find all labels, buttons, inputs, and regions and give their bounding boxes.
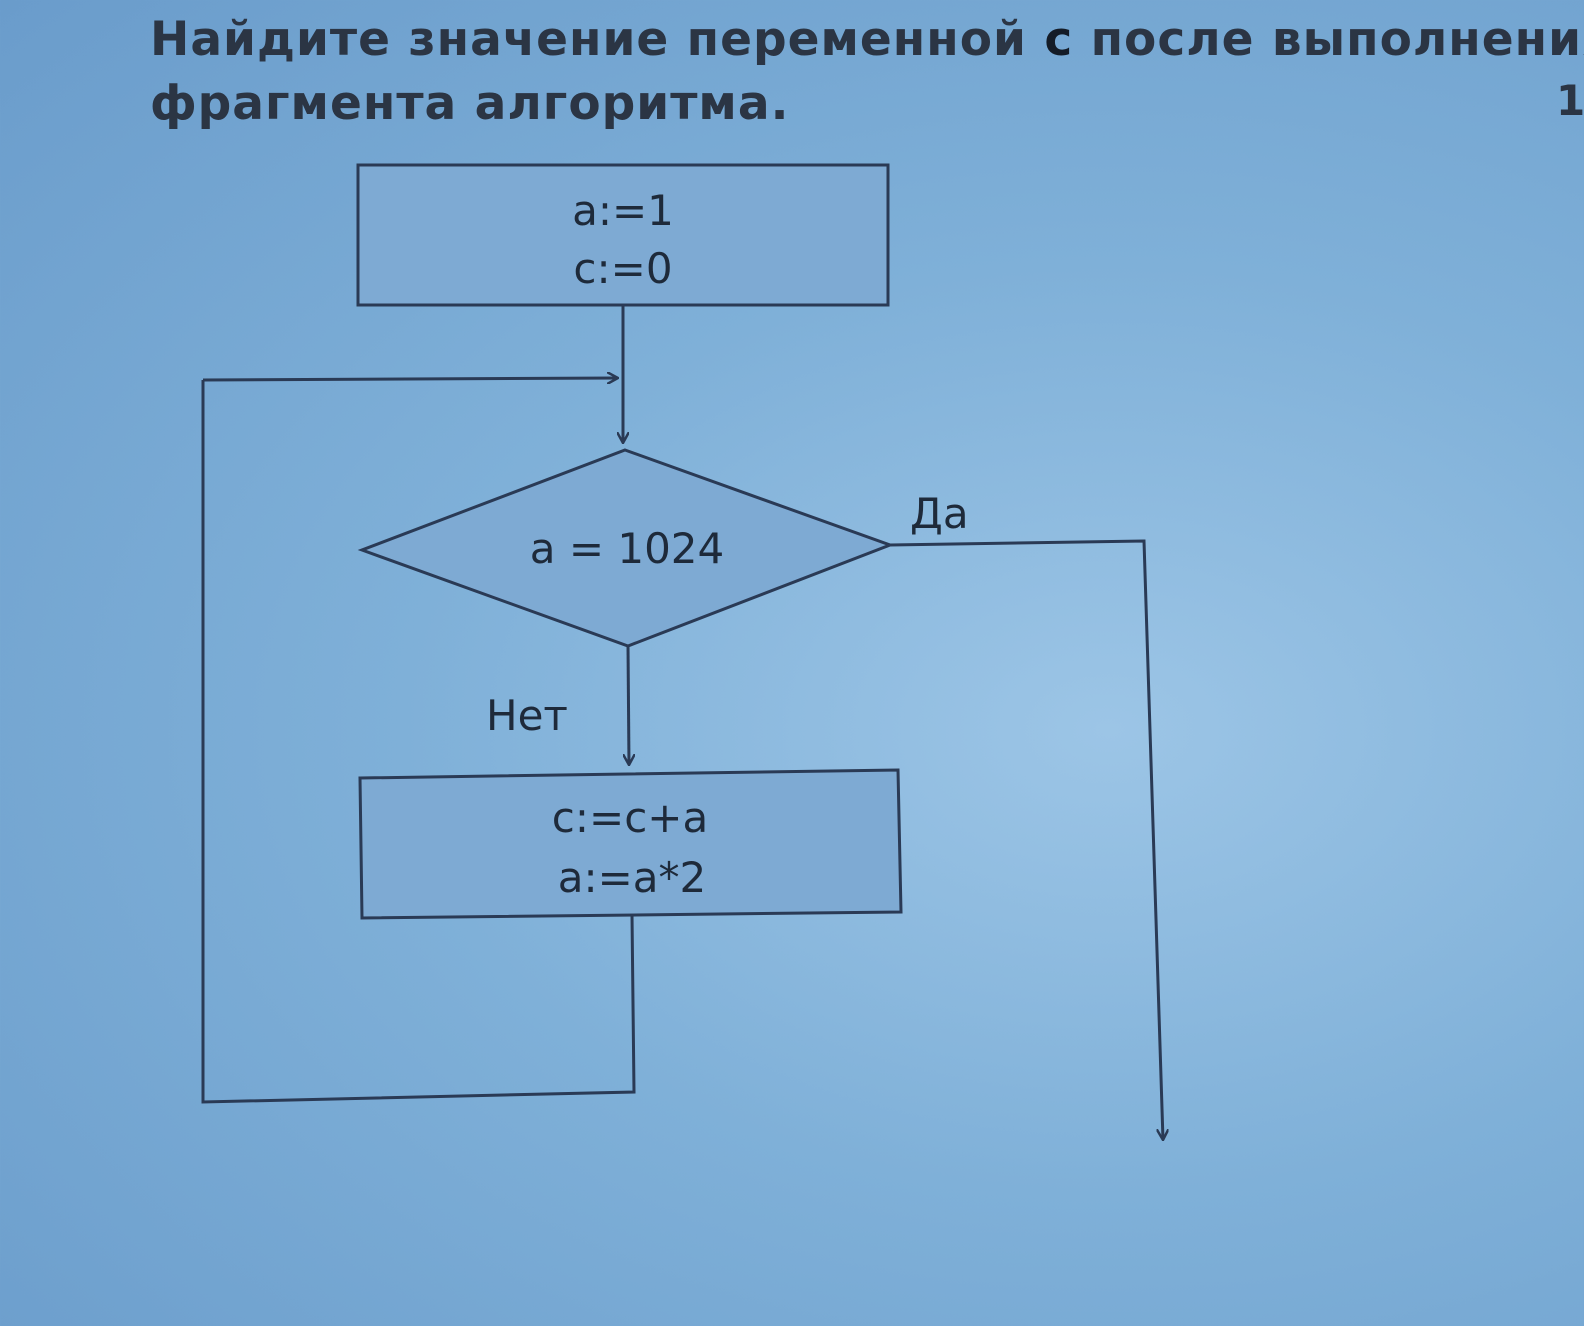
init-line-2: c:=0 — [573, 244, 672, 293]
init-line-1: a:=1 — [572, 186, 674, 235]
no-label: Нет — [486, 691, 568, 740]
yes-label: Да — [910, 489, 969, 538]
task-text: Найдите значение переменной с после выпо… — [150, 8, 1584, 136]
no-branch-connector — [628, 645, 629, 765]
condition-label: a = 1024 — [530, 524, 725, 573]
task-line-1: Найдите значение переменной с после выпо… — [150, 12, 1584, 67]
body-line-1: c:=c+a — [552, 793, 708, 842]
page-number: 1 — [1556, 76, 1584, 125]
body-block — [358, 768, 903, 920]
loop-back-connector — [201, 380, 636, 1104]
task-line-2: фрагмента алгоритма. — [150, 76, 790, 131]
body-line-2: a:=a*2 — [558, 853, 707, 902]
yes-branch-connector — [889, 539, 1163, 1140]
task-variable: с — [1044, 12, 1074, 67]
init-block — [356, 163, 890, 307]
loop-back-top-connector — [202, 378, 618, 380]
